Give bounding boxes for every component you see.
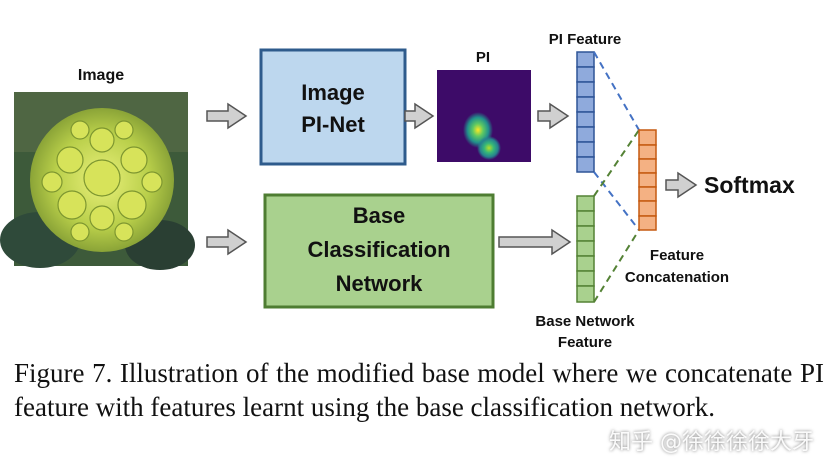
arrow-image-to-base (206, 228, 248, 256)
concat-feature-vector (638, 129, 657, 231)
svg-text:Network: Network (336, 271, 424, 296)
connector-pi-top (593, 51, 640, 131)
pi-feature-vector (576, 51, 595, 173)
connector-base-bottom (593, 229, 640, 303)
base-network-box: Base Classification Network (263, 193, 495, 309)
arrow-base-to-feature (498, 228, 572, 256)
input-image (0, 92, 195, 270)
svg-text:Base: Base (353, 203, 406, 228)
figure-caption: Figure 7. Illustration of the modified b… (14, 358, 824, 422)
softmax-label: Softmax (704, 172, 795, 198)
svg-text:Image: Image (301, 80, 365, 105)
image-label: Image (78, 67, 124, 84)
image-pinet-box: Image PI-Net (259, 48, 407, 166)
arrow-concat-to-softmax (665, 171, 698, 199)
base-feature-label-2: Feature (558, 334, 612, 350)
arrow-pi-to-feature (537, 102, 570, 130)
pi-feature-label: PI Feature (549, 31, 622, 48)
svg-text:PI-Net: PI-Net (301, 112, 365, 137)
feature-concat-label-1: Feature (650, 247, 704, 264)
feature-concat-label-2: Concatenation (625, 269, 729, 286)
arrow-pinet-to-pi (404, 102, 435, 130)
base-feature-vector (576, 195, 595, 303)
pi-heatmap (437, 70, 531, 162)
svg-text:Classification: Classification (307, 237, 450, 262)
watermark: 知乎 @徐徐徐徐大牙 (609, 430, 814, 455)
connector-pi-bottom (593, 171, 640, 231)
model-diagram: Image Image PI-Net PI (0, 31, 795, 350)
base-feature-label-1: Base Network (535, 313, 635, 330)
pi-label: PI (476, 49, 490, 66)
connector-base-top (593, 129, 640, 197)
arrow-image-to-pinet (206, 102, 248, 130)
